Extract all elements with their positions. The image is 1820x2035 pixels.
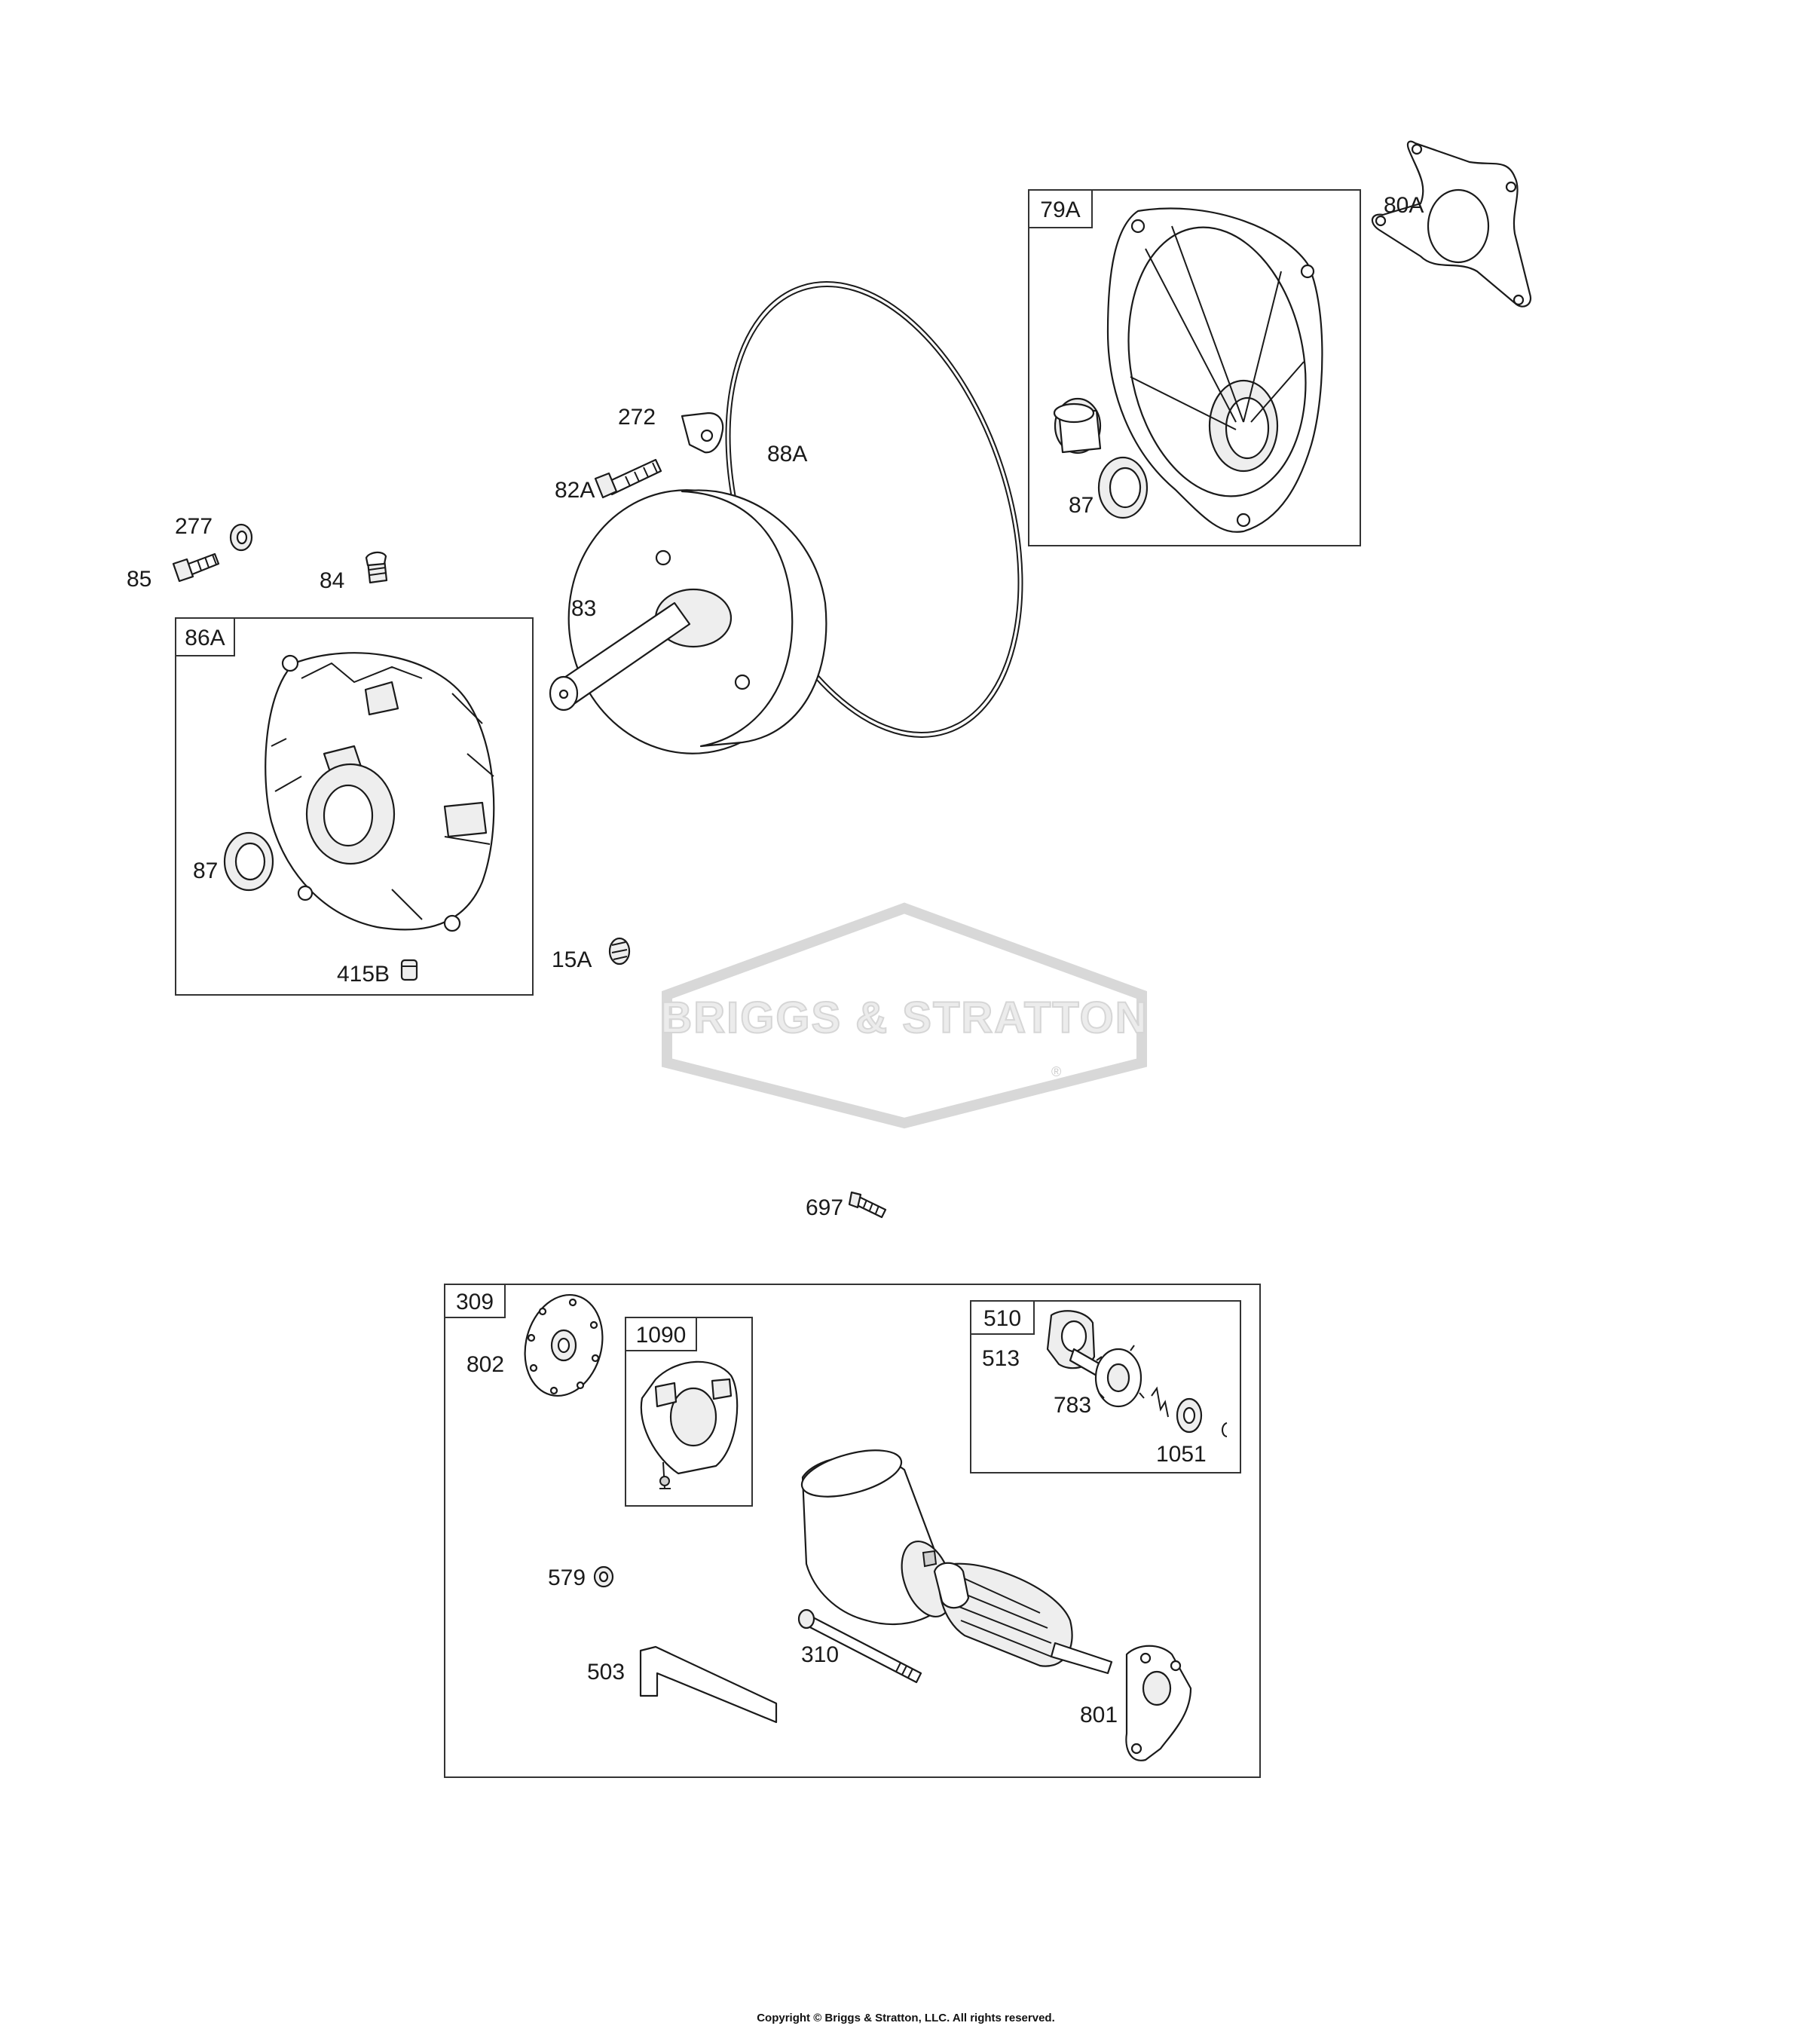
bolt-82A-part (594, 458, 662, 499)
bushing-part (1053, 397, 1102, 454)
lock-plate-272-part (681, 412, 724, 454)
box-86A-label: 86A (185, 626, 225, 650)
plug-15A-part (608, 937, 631, 965)
brush-holder-1090-part (640, 1360, 739, 1489)
bracket-801-part (1125, 1645, 1192, 1761)
copyright-text: Copyright © Briggs & Stratton, LLC. All … (757, 2012, 1055, 2024)
callout-1051: 1051 (1156, 1442, 1207, 1467)
box-79A: 79A (1028, 189, 1361, 546)
callout-80A: 80A (1384, 193, 1424, 218)
box-1090: 1090 (625, 1317, 753, 1507)
box-79A-label: 79A (1040, 197, 1080, 222)
callout-84: 84 (320, 568, 344, 593)
callout-801: 801 (1080, 1703, 1118, 1727)
callout-83: 83 (571, 596, 596, 621)
nut-579-part (593, 1565, 614, 1588)
callout-513: 513 (982, 1346, 1020, 1371)
callout-503: 503 (587, 1660, 625, 1685)
callout-15A: 15A (552, 947, 592, 972)
box-510-label: 510 (983, 1306, 1021, 1331)
callout-82A: 82A (555, 478, 595, 503)
callout-802: 802 (466, 1352, 504, 1377)
callout-272: 272 (618, 405, 656, 430)
housing-part (800, 1449, 953, 1626)
armature-part (933, 1562, 1113, 1675)
briggs-stratton-watermark: BRIGGS & STRATTON ® (659, 902, 1148, 1129)
through-bolt-310-part (797, 1608, 922, 1684)
callout-85: 85 (127, 567, 151, 592)
callout-783: 783 (1054, 1393, 1091, 1418)
callout-87-left: 87 (193, 858, 218, 883)
end-cover-79A-part (1106, 207, 1323, 533)
drum-shaft-83-part (549, 489, 827, 754)
gasket-80A-part (1371, 140, 1532, 308)
plug-84-part (365, 551, 388, 584)
callout-87-top: 87 (1069, 493, 1094, 518)
box-309: 309 (444, 1284, 1261, 1778)
callout-88A: 88A (767, 442, 807, 467)
box-309-label: 309 (456, 1290, 494, 1314)
callout-579: 579 (548, 1565, 586, 1590)
drive-gear-510-part (1046, 1310, 1228, 1437)
callout-697: 697 (806, 1195, 843, 1220)
callout-277: 277 (175, 514, 213, 539)
box-1090-label: 1090 (636, 1323, 687, 1348)
screw-697-part (848, 1191, 887, 1219)
box-510: 510 (970, 1300, 1241, 1473)
box-86A: 86A (175, 617, 534, 996)
end-cover-86A-part (265, 652, 495, 932)
watermark-registered-mark: ® (1051, 1064, 1061, 1079)
watermark-brand-text: BRIGGS & STRATTON (660, 993, 1148, 1042)
seal-87-left-part (223, 831, 274, 892)
pin-415B-part (400, 959, 418, 981)
callout-310: 310 (801, 1642, 839, 1667)
strip-503-part (639, 1645, 778, 1724)
washer-277-part (229, 523, 253, 552)
callout-415B: 415B (337, 962, 390, 987)
plate-802-part (524, 1293, 604, 1397)
bolt-85-part (172, 552, 220, 583)
seal-87-top-part (1097, 456, 1149, 519)
